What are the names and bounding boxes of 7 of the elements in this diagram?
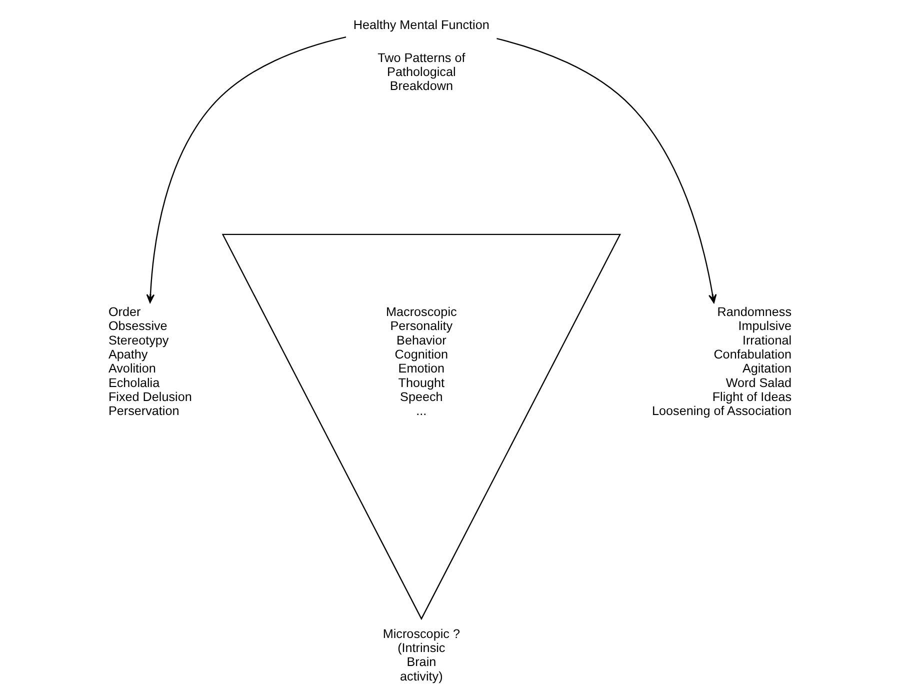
arrow xyxy=(146,36,346,304)
arrow xyxy=(496,38,717,304)
label: Two Patterns of Pathological Breakdown xyxy=(378,50,466,94)
node-text: Order Obsessive Stereotypy Apathy Avolition Echolalia Fixed Delusion Perservation xyxy=(108,304,192,418)
node-label: Microscopic ? (Intrinsic Brain activity) xyxy=(382,626,460,684)
node-text: Healthy Mental Function xyxy=(353,18,490,32)
node-text: Randomness Impulsive Irrational Confabulation Agitation Word Salad Flight of Ideas Loosening of Association xyxy=(652,304,792,418)
